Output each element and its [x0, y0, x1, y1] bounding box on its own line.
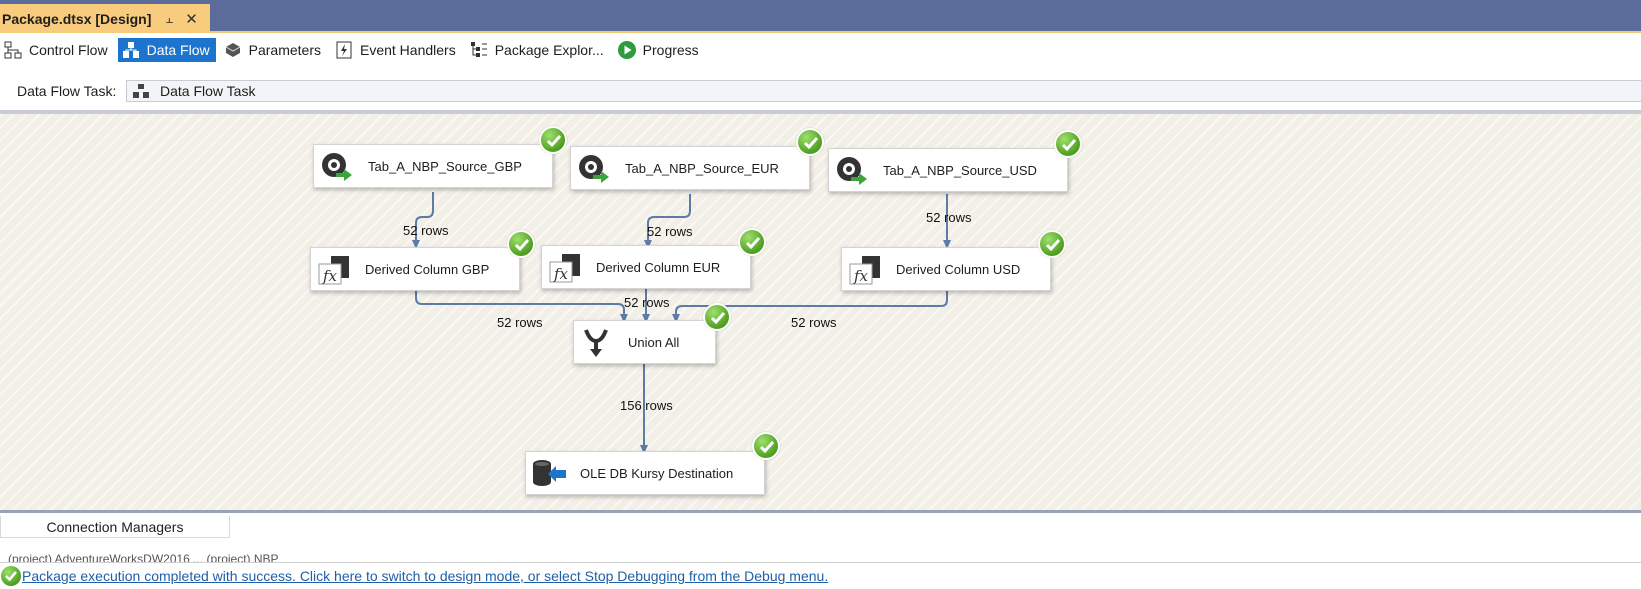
ole-db-destination-icon: [533, 460, 566, 486]
node-label: Tab_A_NBP_Source_EUR: [625, 161, 779, 176]
tab-label: Progress: [642, 42, 699, 58]
success-check-icon: [796, 128, 824, 156]
event-handlers-icon: [334, 40, 354, 60]
derived-column-icon: fx: [549, 254, 580, 283]
data-flow-canvas[interactable]: 52 rows 52 rows 52 rows 52 rows 52 rows …: [0, 110, 1641, 513]
connection-managers-tab[interactable]: Connection Managers: [0, 516, 230, 538]
row-count-label: 156 rows: [620, 398, 673, 413]
tab-progress[interactable]: Progress: [614, 38, 705, 62]
row-count-label: 52 rows: [624, 295, 670, 310]
tab-parameters[interactable]: Parameters: [220, 38, 327, 62]
derived-column-icon: fx: [849, 256, 880, 285]
data-flow-task-icon: [133, 84, 149, 98]
connection-manager-items[interactable]: (project) AdventureWorksDW2016 ... (proj…: [8, 552, 279, 562]
path-eur-source-to-derived[interactable]: [644, 194, 691, 249]
derived-column-node-usd[interactable]: fx Derived Column USD: [841, 247, 1051, 291]
row-count-label: 52 rows: [403, 223, 449, 238]
path-usd-derived-to-union[interactable]: [672, 290, 948, 323]
derived-column-icon: fx: [318, 256, 349, 285]
node-label: Derived Column GBP: [365, 262, 490, 277]
source-node-gbp[interactable]: Tab_A_NBP_Source_GBP: [313, 144, 553, 188]
node-label: Derived Column EUR: [596, 260, 721, 275]
status-bar: Package execution completed with success…: [0, 562, 1641, 589]
tab-label: Control Flow: [29, 42, 108, 58]
svg-text:fx: fx: [853, 267, 869, 285]
source-icon: [837, 157, 867, 185]
data-flow-icon: [121, 40, 141, 60]
tab-label: Package Explor...: [494, 42, 604, 58]
row-count-label: 52 rows: [791, 315, 837, 330]
tab-control-flow[interactable]: Control Flow: [0, 38, 114, 62]
source-node-usd[interactable]: Tab_A_NBP_Source_USD: [828, 148, 1068, 192]
success-check-icon: [703, 303, 731, 331]
svg-text:fx: fx: [322, 267, 338, 285]
success-check-icon: [507, 230, 535, 258]
data-flow-task-selector[interactable]: Data Flow Task: [126, 80, 1641, 102]
execution-status-link[interactable]: Package execution completed with success…: [22, 568, 829, 584]
success-check-icon: [539, 126, 567, 154]
close-icon[interactable]: ✕: [185, 10, 198, 28]
node-label: Derived Column USD: [896, 262, 1021, 277]
node-label: OLE DB Kursy Destination: [580, 466, 734, 481]
success-check-icon: [738, 228, 766, 256]
tab-event-handlers[interactable]: Event Handlers: [331, 38, 462, 62]
derived-column-node-gbp[interactable]: fx Derived Column GBP: [310, 247, 520, 291]
connection-managers-area: (project) AdventureWorksDW2016 ... (proj…: [0, 538, 1641, 562]
connector-layer: [412, 192, 951, 454]
row-count-label: 52 rows: [647, 224, 693, 239]
node-label: Tab_A_NBP_Source_USD: [883, 163, 1037, 178]
title-bar: Package.dtsx [Design] ⫠ ✕: [0, 0, 1641, 33]
path-gbp-derived-to-union[interactable]: [415, 290, 628, 323]
tab-package-explorer[interactable]: Package Explor...: [466, 38, 610, 62]
parameters-icon: [223, 40, 243, 60]
data-flow-task-label: Data Flow Task:: [17, 83, 117, 99]
svg-text:fx: fx: [553, 265, 569, 283]
row-count-label: 52 rows: [497, 315, 543, 330]
success-check-icon: [1, 566, 21, 586]
success-check-icon: [1038, 230, 1066, 258]
source-node-eur[interactable]: Tab_A_NBP_Source_EUR: [570, 146, 810, 190]
tab-label: Parameters: [248, 42, 321, 58]
union-all-icon: [584, 329, 608, 357]
success-check-icon: [1054, 130, 1082, 158]
package-explorer-icon: [469, 40, 489, 60]
union-all-node[interactable]: Union All: [573, 320, 716, 364]
node-label: Union All: [628, 335, 680, 350]
success-check-icon: [752, 432, 780, 460]
path-gbp-source-to-derived[interactable]: [412, 192, 434, 249]
document-tab[interactable]: Package.dtsx [Design] ⫠ ✕: [0, 4, 210, 33]
data-flow-task-value: Data Flow Task: [160, 83, 256, 99]
source-icon: [579, 155, 609, 183]
pin-icon[interactable]: ⫠: [165, 10, 174, 26]
tab-label: Data Flow: [146, 42, 210, 58]
control-flow-icon: [3, 40, 23, 60]
progress-icon: [617, 40, 637, 60]
derived-column-node-eur[interactable]: fx Derived Column EUR: [541, 245, 751, 289]
node-label: Tab_A_NBP_Source_GBP: [368, 159, 522, 174]
data-flow-task-row: Data Flow Task: Data Flow Task: [0, 80, 1641, 104]
destination-node[interactable]: OLE DB Kursy Destination: [525, 451, 765, 495]
tab-data-flow[interactable]: Data Flow: [117, 38, 216, 62]
source-icon: [322, 153, 352, 181]
tab-label: Event Handlers: [359, 42, 456, 58]
row-count-label: 52 rows: [926, 210, 972, 225]
document-title: Package.dtsx [Design]: [2, 10, 152, 27]
designer-tabs: Control Flow Data Flow Parameters Event …: [0, 37, 1641, 63]
